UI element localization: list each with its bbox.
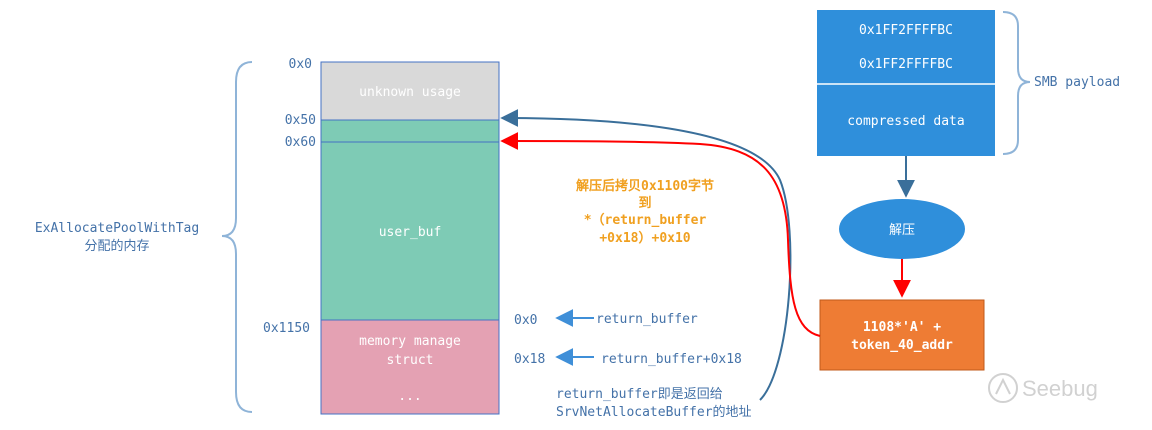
- overflow-data-line2: token_40_addr: [851, 338, 953, 353]
- ex-allocate-label-line1: ExAllocatePoolWithTag: [35, 221, 199, 236]
- memory-manage-label-line2: struct: [387, 353, 434, 368]
- return-buffer-offset-0x0: 0x0: [514, 313, 537, 328]
- smb-header-value-2: 0x1FF2FFFFBC: [859, 57, 953, 72]
- memory-manage-label-line1: memory manage: [359, 334, 461, 349]
- smb-payload-box: [817, 10, 995, 156]
- return-buffer-note-line2: SrvNetAllocateBuffer的地址: [556, 404, 752, 420]
- memory-manage-dots: ...: [398, 389, 421, 404]
- decompress-node: [839, 199, 965, 259]
- overflow-data-box: [819, 299, 985, 371]
- offset-0x50: 0x50: [285, 113, 316, 128]
- offset-0x1150: 0x1150: [263, 321, 310, 336]
- decompress-label: 解压: [889, 223, 915, 238]
- seebug-logo-icon: [988, 373, 1018, 403]
- smb-payload-label: SMB payload: [1034, 75, 1120, 90]
- unknown-usage-label: unknown usage: [359, 85, 461, 100]
- return-buffer-18-label: return_buffer+0x18: [601, 352, 742, 367]
- smb-header-value-1: 0x1FF2FFFFBC: [859, 23, 953, 38]
- copy-note-line4: +0x18）+0x10: [599, 230, 690, 246]
- memory-manage-struct-block: [320, 319, 500, 415]
- user-buf-label: user_buf: [379, 225, 442, 240]
- return-buffer-offset-0x18: 0x18: [514, 352, 545, 367]
- compressed-data-label: compressed data: [847, 114, 964, 129]
- seebug-watermark: Seebug: [988, 373, 1098, 403]
- copy-note-line3: *（return_buffer: [584, 212, 707, 228]
- return-buffer-label: return_buffer: [596, 312, 698, 327]
- user-buf-block: [320, 119, 500, 321]
- offset-0x60: 0x60: [285, 135, 316, 150]
- overflow-data-line1: 1108*'A' +: [863, 320, 941, 335]
- smb-payload-brace: [1002, 11, 1031, 155]
- ex-allocate-label-line2: 分配的内存: [84, 238, 149, 254]
- offset-0x0: 0x0: [289, 57, 312, 72]
- blue-pointer-arrow: [500, 109, 792, 401]
- copy-note-line2: 到: [638, 196, 651, 211]
- memory-brace: [221, 61, 253, 413]
- unknown-usage-block: [320, 61, 500, 121]
- return-buffer-note-line1: return_buffer即是返回给: [556, 387, 723, 402]
- copy-note-line1: 解压后拷贝0x1100字节: [575, 178, 714, 194]
- watermark-text: Seebug: [1022, 376, 1098, 401]
- red-copy-arrow: [500, 132, 821, 337]
